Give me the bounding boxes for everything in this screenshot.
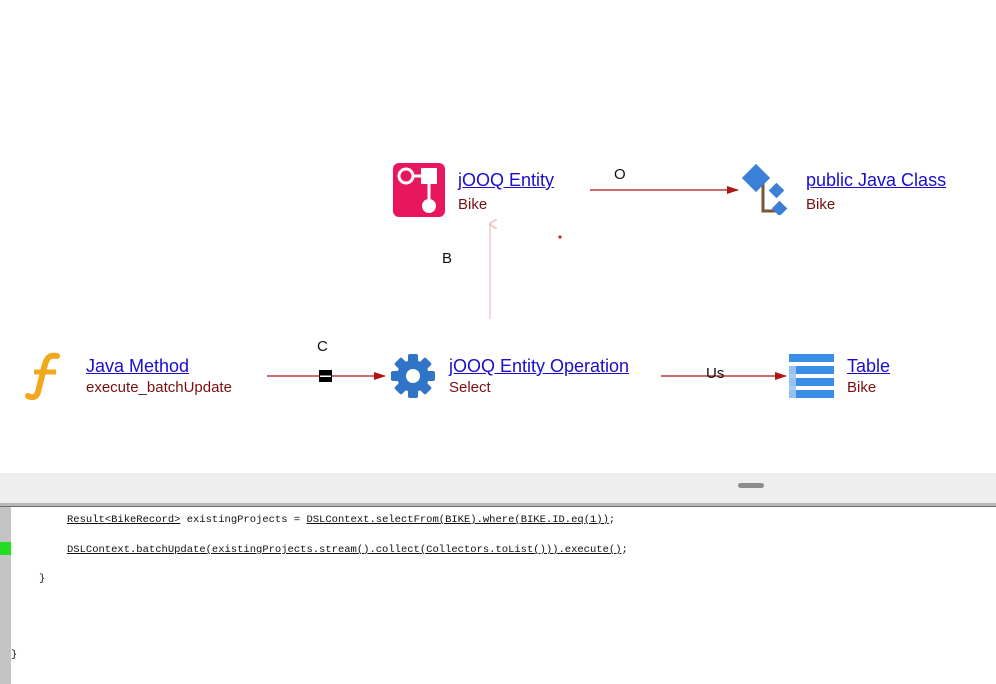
code-text: ; xyxy=(608,514,616,526)
code-line-4[interactable]: } xyxy=(11,649,18,661)
stray-dot xyxy=(558,235,562,239)
edge-label-o: O xyxy=(614,166,626,183)
edge-label-us: Us xyxy=(706,365,725,382)
node-title[interactable]: public Java Class xyxy=(806,170,947,190)
node-subtitle: Select xyxy=(449,379,491,396)
diagram-canvas xyxy=(267,186,787,382)
table-icon xyxy=(789,354,834,398)
node-title[interactable]: jOOQ Entity Operation xyxy=(449,356,630,376)
splitter-handle[interactable] xyxy=(738,483,764,488)
java-class-icon xyxy=(741,163,788,215)
code-line-3[interactable]: } xyxy=(39,573,46,585)
code-text: ; xyxy=(621,544,628,556)
code-expression: DSLContext.selectFrom(BIKE).where(BIKE.I… xyxy=(306,514,609,526)
code-type: Result<BikeRecord> xyxy=(67,514,181,526)
node-subtitle: execute_batchUpdate xyxy=(86,379,232,396)
code-text: existingProjects = xyxy=(180,514,307,526)
node-title[interactable]: Table xyxy=(847,356,891,376)
edge-label-c: C xyxy=(317,338,328,355)
edge-label-b: B xyxy=(442,250,453,267)
jooq-entity-icon xyxy=(393,163,445,217)
code-gutter xyxy=(0,507,11,684)
node-subtitle: Bike xyxy=(847,379,877,396)
code-line-1[interactable]: Result<BikeRecord> existingProjects = DS… xyxy=(67,514,615,526)
node-subtitle: Bike xyxy=(806,196,836,213)
code-panel[interactable]: Result<BikeRecord> existingProjects = DS… xyxy=(0,507,996,684)
code-expression: DSLContext.batchUpdate(existingProjects.… xyxy=(67,544,622,556)
node-title[interactable]: jOOQ Entity xyxy=(458,170,555,190)
panel-splitter[interactable] xyxy=(0,473,996,504)
java-method-icon xyxy=(25,352,60,400)
splitter-divider xyxy=(0,503,996,507)
gear-icon xyxy=(391,354,435,398)
highlighted-line-marker xyxy=(0,542,11,555)
node-title[interactable]: Java Method xyxy=(86,356,190,376)
code-line-2[interactable]: DSLContext.batchUpdate(existingProjects.… xyxy=(67,544,628,556)
node-subtitle: Bike xyxy=(458,196,488,213)
